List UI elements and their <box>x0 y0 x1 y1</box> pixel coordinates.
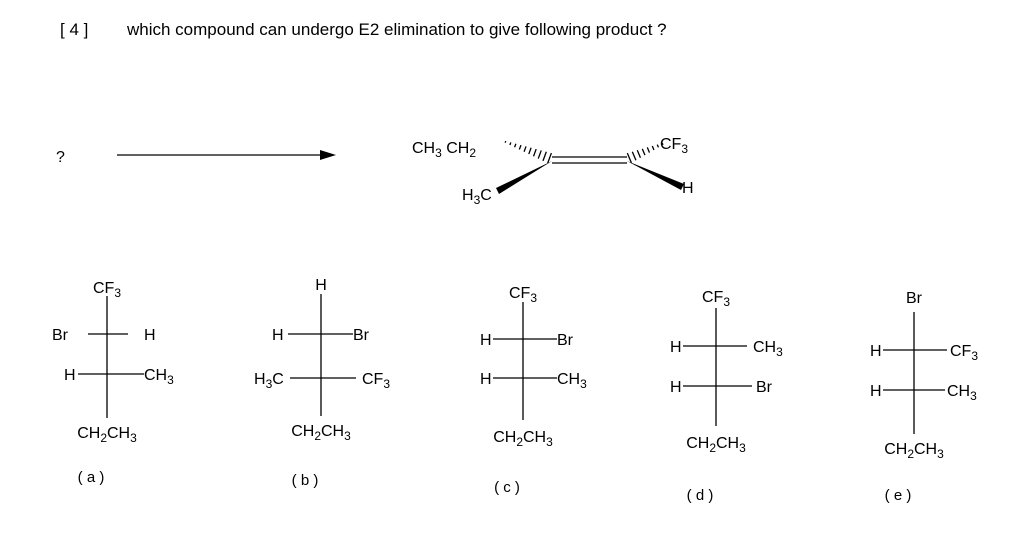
fischer-lower-left-group: H <box>670 379 682 396</box>
hash-stroke <box>532 148 537 157</box>
fischer-top-group: Br <box>906 290 923 307</box>
hash-stroke <box>523 146 527 152</box>
fischer-upper-right-group: H <box>144 327 156 344</box>
fischer-lower-right-group: CH3 <box>947 383 977 403</box>
hashed-wedge-left <box>504 140 553 164</box>
product-top-right-group: CF3 <box>660 136 688 156</box>
product-top-left-group: CH3 CH2 <box>412 140 476 160</box>
hash-stroke <box>542 151 547 162</box>
fischer-lower-left-group: H3C <box>254 371 284 391</box>
solid-wedge-right <box>627 161 684 190</box>
hash-stroke <box>514 143 517 148</box>
fischer-lower-left-group: H <box>64 367 76 384</box>
option-label: ( e ) <box>885 487 912 504</box>
fischer-top-group: H <box>315 277 327 294</box>
hash-stroke <box>656 144 660 148</box>
fischer-upper-right-group: CF3 <box>950 343 978 363</box>
hash-stroke <box>641 148 646 156</box>
hash-stroke <box>504 140 507 143</box>
fischer-upper-right-group: Br <box>557 332 574 349</box>
fischer-upper-left-group: H <box>870 343 882 360</box>
fischer-upper-right-group: CH3 <box>753 339 783 359</box>
reaction-arrow <box>117 150 336 160</box>
hash-stroke <box>528 147 532 155</box>
fischer-lower-right-group: CH3 <box>144 367 174 387</box>
fischer-bottom-group: CH2CH3 <box>77 425 137 445</box>
fischer-lower-left-group: H <box>480 371 492 388</box>
option-label: ( c ) <box>494 479 520 496</box>
hash-stroke <box>518 144 522 150</box>
product-alkene: CH3 CH2 CF3 H3C H <box>412 136 694 207</box>
fischer-lower-right-group: CF3 <box>362 371 390 391</box>
option-label: ( a ) <box>78 469 105 486</box>
hashed-wedge-right <box>626 142 664 164</box>
fischer-top-group: CF3 <box>509 285 537 305</box>
fischer-bottom-group: CH2CH3 <box>291 423 351 443</box>
option-label: ( b ) <box>292 472 319 489</box>
solid-wedge-left <box>496 161 552 194</box>
fischer-lower-right-group: Br <box>756 379 773 396</box>
hash-stroke <box>651 145 655 151</box>
fischer-top-group: CF3 <box>702 289 730 309</box>
fischer-lower-left-group: H <box>870 383 882 400</box>
reactant-unknown: ? <box>56 149 65 166</box>
hash-stroke <box>626 152 633 164</box>
fischer-bottom-group: CH2CH3 <box>493 429 553 449</box>
product-bottom-left-group: H3C <box>462 187 492 207</box>
hash-stroke <box>646 147 651 153</box>
fischer-upper-left-group: H <box>272 327 284 344</box>
fischer-upper-left-group: H <box>670 339 682 356</box>
hash-stroke <box>661 142 664 146</box>
fischer-upper-left-group: Br <box>52 327 69 344</box>
product-bottom-right-group: H <box>682 180 694 197</box>
hash-stroke <box>537 150 542 159</box>
hash-stroke <box>547 152 553 164</box>
hash-stroke <box>631 151 637 161</box>
question-text: which compound can undergo E2 eliminatio… <box>126 20 667 39</box>
fischer-bottom-group: CH2CH3 <box>686 435 746 455</box>
fischer-upper-right-group: Br <box>353 327 370 344</box>
fischer-lower-right-group: CH3 <box>557 371 587 391</box>
fischer-top-group: CF3 <box>93 280 121 300</box>
question-number: [ 4 ] <box>60 20 88 39</box>
hash-stroke <box>636 150 642 158</box>
option-label: ( d ) <box>687 487 714 504</box>
fischer-upper-left-group: H <box>480 332 492 349</box>
hash-stroke <box>509 142 512 146</box>
fischer-bottom-group: CH2CH3 <box>884 441 944 461</box>
